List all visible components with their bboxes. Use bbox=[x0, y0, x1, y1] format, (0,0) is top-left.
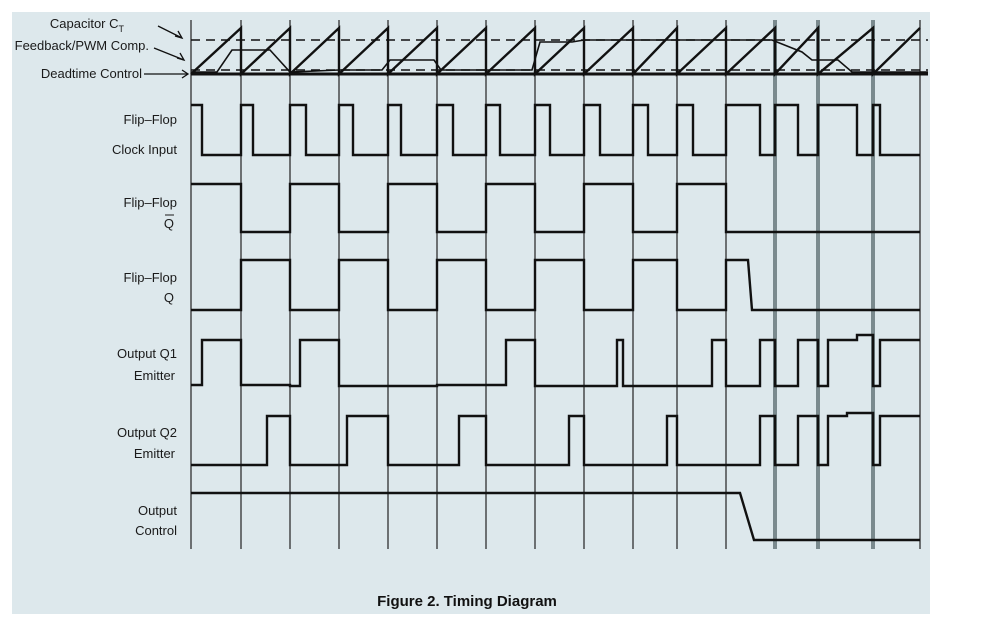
ff-clock-input-wave bbox=[191, 103, 920, 157]
label-ff-qbar-line2: Q bbox=[164, 216, 174, 231]
label-output-q1-line2: Emitter bbox=[134, 368, 176, 383]
signal-labels: Capacitor CT Feedback/PWM Comp. Deadtime… bbox=[15, 16, 178, 538]
timing-diagram: Capacitor CT Feedback/PWM Comp. Deadtime… bbox=[15, 16, 928, 610]
label-ff-clock-line2: Clock Input bbox=[112, 142, 177, 157]
label-output-control-line1: Output bbox=[138, 503, 177, 518]
label-capacitor: Capacitor CT bbox=[50, 16, 125, 34]
label-ff-clock-line1: Flip–Flop bbox=[124, 112, 177, 127]
output-control-wave bbox=[191, 491, 920, 542]
label-output-q1-line1: Output Q1 bbox=[117, 346, 177, 361]
label-output-q2-line2: Emitter bbox=[134, 446, 176, 461]
ff-q-wave bbox=[191, 258, 920, 312]
timing-diagram-figure: Capacitor CT Feedback/PWM Comp. Deadtime… bbox=[12, 12, 930, 614]
clock-edge-gridlines bbox=[190, 20, 921, 549]
oscillator-waveforms bbox=[190, 24, 928, 78]
output-q2-emitter-wave bbox=[191, 411, 920, 467]
label-arrows bbox=[144, 25, 190, 79]
ff-qbar-wave bbox=[191, 182, 920, 234]
label-output-control-line2: Control bbox=[135, 523, 177, 538]
label-feedback-pwm: Feedback/PWM Comp. bbox=[15, 38, 149, 53]
label-deadtime-control: Deadtime Control bbox=[41, 66, 142, 81]
label-ff-qbar-line1: Flip–Flop bbox=[124, 195, 177, 210]
output-q1-emitter-wave bbox=[191, 333, 920, 388]
label-ff-q-line2: Q bbox=[164, 290, 174, 305]
figure-caption: Figure 2. Timing Diagram bbox=[377, 593, 557, 610]
capacitor-ct-sawtooth bbox=[190, 24, 921, 78]
label-output-q2-line1: Output Q2 bbox=[117, 425, 177, 440]
label-ff-q-line1: Flip–Flop bbox=[124, 270, 177, 285]
